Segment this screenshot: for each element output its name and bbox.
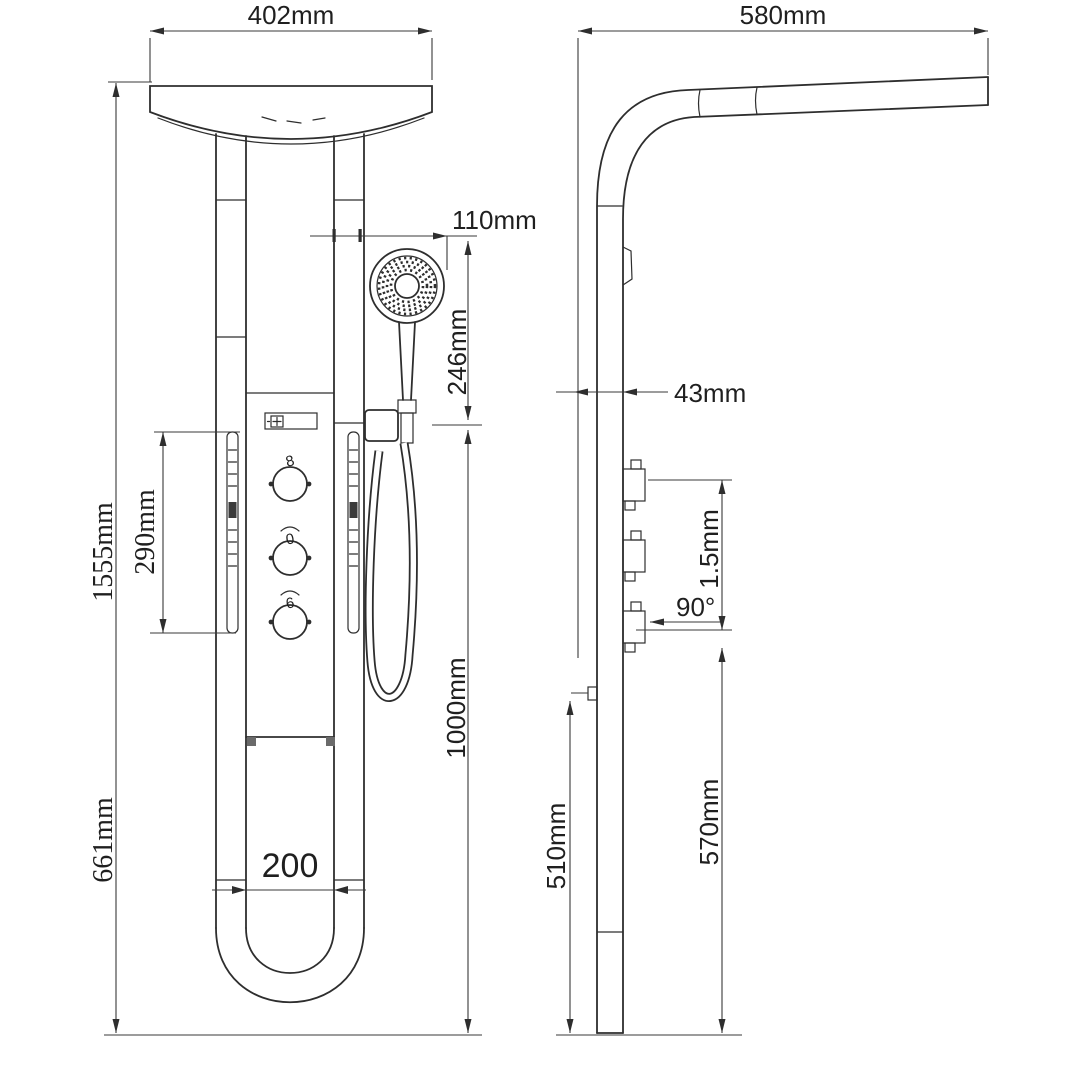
dim-hand-shower-drop: 246mm bbox=[432, 241, 482, 426]
dim-label-hand-shower-offset: 110mm bbox=[452, 205, 537, 235]
hand-shower-bracket bbox=[364, 409, 399, 442]
side-view: 580mm bbox=[541, 0, 989, 1036]
hand-shower-handle bbox=[398, 321, 416, 401]
dim-panel-depth: 43mm bbox=[556, 378, 746, 408]
dim-label-total-height: 1555mm bbox=[88, 502, 119, 602]
dim-base-width: 200 bbox=[212, 847, 366, 894]
side-knob-3 bbox=[622, 601, 646, 653]
overhead-shower-disc bbox=[149, 85, 433, 145]
bracket-side-profile bbox=[622, 246, 633, 286]
display-icon bbox=[270, 415, 284, 428]
dim-label-base-width: 200 bbox=[262, 847, 319, 885]
dim-label-knob-span: 1.5mm bbox=[694, 509, 724, 588]
knob-2: 0 bbox=[268, 526, 312, 576]
hand-shower-hub bbox=[394, 273, 420, 299]
knob-angle-leader: 90° bbox=[650, 592, 722, 626]
display-window bbox=[264, 412, 318, 430]
dim-label-hand-shower-drop: 246mm bbox=[442, 309, 472, 396]
panel-foot-right bbox=[326, 737, 335, 746]
dim-arm-reach: 580mm bbox=[577, 0, 989, 658]
u-bend-base bbox=[215, 927, 365, 1003]
dim-label-back-height: 510mm bbox=[541, 803, 571, 890]
side-profile bbox=[571, 76, 989, 1034]
knob-1: 8 bbox=[268, 452, 312, 502]
dim-label-front-height: 570mm bbox=[694, 779, 724, 866]
wall-mount-tab bbox=[587, 686, 598, 701]
knob-mark-2: 0 bbox=[285, 530, 296, 548]
knob-3: 6 bbox=[268, 590, 312, 640]
hand-shower-face bbox=[369, 248, 445, 324]
dim-label-arm-reach: 580mm bbox=[740, 0, 827, 30]
dim-label-jet-panel-height: 290mm bbox=[130, 489, 161, 575]
dim-knob-span: 1.5mm bbox=[636, 479, 732, 631]
knob-mark-1: 8 bbox=[284, 452, 296, 471]
knob-angle-label: 90° bbox=[676, 592, 715, 622]
dim-jet-panel-height: 290mm bbox=[130, 431, 240, 634]
dim-label-lower-height: 1000mm bbox=[441, 657, 471, 758]
hand-shower bbox=[364, 248, 445, 702]
dim-label-head-width: 402mm bbox=[248, 0, 335, 30]
support-columns bbox=[215, 133, 365, 929]
panel-foot-left bbox=[247, 737, 256, 746]
control-panel: 8 0 6 bbox=[245, 392, 335, 746]
dim-lower-height: 1000mm bbox=[441, 430, 472, 1033]
side-knob-1 bbox=[622, 459, 646, 511]
dim-label-base-height: 661mm bbox=[88, 797, 119, 883]
dim-back-height: 510mm bbox=[541, 701, 574, 1033]
disc-nozzle-marks bbox=[261, 116, 326, 124]
front-view: 402mm bbox=[88, 0, 537, 1036]
dim-total-height: 1555mm 661mm bbox=[88, 81, 152, 1033]
dim-label-panel-depth: 43mm bbox=[674, 378, 746, 408]
body-jet-strip-right bbox=[347, 431, 360, 634]
knob-mark-3: 6 bbox=[285, 594, 296, 612]
dim-head-width: 402mm bbox=[149, 0, 433, 82]
side-knob-2 bbox=[622, 530, 646, 582]
dim-hand-shower-offset: 110mm bbox=[310, 205, 537, 270]
body-jet-strip-left bbox=[226, 431, 239, 634]
dim-front-height: 570mm bbox=[694, 648, 726, 1033]
